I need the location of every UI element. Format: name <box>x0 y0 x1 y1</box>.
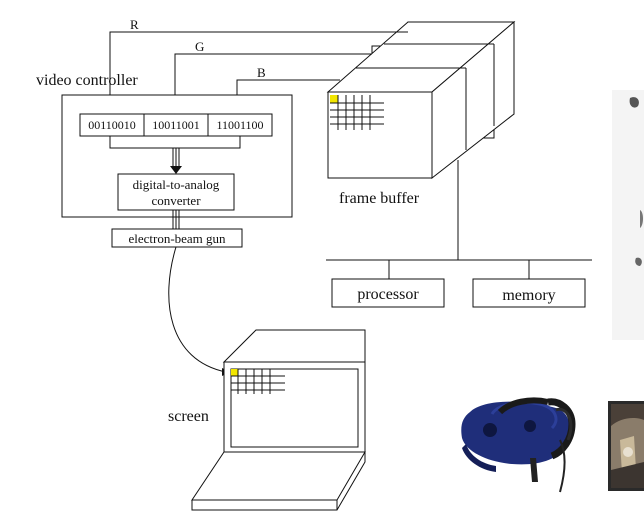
frame-buffer-pixel-grid <box>330 95 384 130</box>
video-controller: video controller 00110010 10011001 11001… <box>36 72 293 229</box>
headset-visor <box>461 401 571 465</box>
headset-sensor-left <box>483 423 497 437</box>
headset-sensor-right <box>524 420 536 432</box>
blue-register-value: 11001100 <box>216 118 263 132</box>
screen-label: screen <box>168 408 209 425</box>
green-channel-line <box>174 53 372 110</box>
screen-monitor: screen <box>168 329 366 511</box>
red-register-value: 00110010 <box>88 118 136 132</box>
electron-beam-gun-box <box>111 228 243 248</box>
memory-box <box>472 278 586 308</box>
vr-scene-photo <box>608 401 644 491</box>
green-channel-label: G <box>195 39 204 54</box>
screen-highlight-pixel <box>231 369 238 376</box>
frame-buffer: frame buffer <box>326 20 516 207</box>
vr-headset-photo <box>461 397 576 493</box>
vr-user-photo-fragment <box>612 90 644 340</box>
frame-buffer-front-face <box>327 91 433 179</box>
blue-channel-label: B <box>257 65 266 80</box>
electron-beam-path <box>168 246 227 373</box>
dac-label-line2: converter <box>151 193 201 208</box>
monitor-screen-area <box>230 368 359 448</box>
monitor-base <box>191 451 366 501</box>
processor-box <box>331 278 445 308</box>
electron-beam-gun: electron-beam gun <box>111 228 243 376</box>
green-register-value: 10011001 <box>152 118 200 132</box>
processor-label: processor <box>357 286 419 303</box>
memory-label: memory <box>502 287 555 304</box>
frame-buffer-label: frame buffer <box>339 190 420 207</box>
red-channel-line <box>109 31 408 110</box>
register-merge-line <box>109 136 241 149</box>
video-controller-label: video controller <box>36 72 138 89</box>
screen-pixel-grid <box>231 369 285 394</box>
monitor-top-face <box>222 329 366 363</box>
electron-beam-gun-label: electron-beam gun <box>128 231 226 246</box>
dac-label-line1: digital-to-analog <box>133 177 220 192</box>
frame-buffer-highlight-pixel <box>330 95 338 103</box>
system-bus: processor memory <box>326 160 592 308</box>
red-channel-label: R <box>130 17 139 32</box>
dac-arrowhead <box>170 166 182 174</box>
